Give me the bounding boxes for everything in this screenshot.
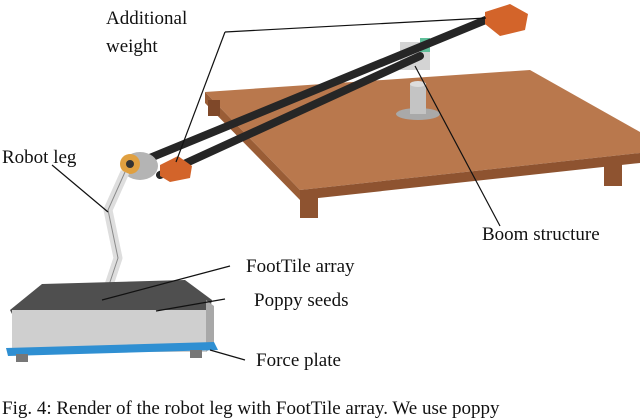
boom-rods: [141, 6, 514, 179]
label-robot-leg: Robot leg: [2, 147, 77, 168]
hip-motor: [120, 152, 158, 180]
label-poppy-seeds: Poppy seeds: [254, 290, 349, 311]
leader-additional-weight-far: [224, 17, 487, 33]
label-additional-weight-line2: weight: [106, 36, 158, 57]
table-leg-front-left: [300, 196, 318, 218]
weight-block-near: [160, 156, 192, 182]
leader-force-plate: [209, 349, 246, 361]
leader-robot-leg: [51, 164, 109, 213]
table-leg-front-right: [604, 160, 622, 186]
box-front: [12, 310, 206, 352]
leader-additional-weight-near: [175, 31, 226, 163]
table-leg-back-left: [208, 100, 220, 116]
boom-rod-lower: [156, 52, 424, 179]
robot-leg: [99, 170, 130, 302]
box-right: [206, 300, 214, 352]
leader-poppy-seeds: [155, 298, 226, 312]
leader-lines: [51, 17, 501, 361]
label-boom-structure: Boom structure: [482, 224, 600, 245]
table-right-edge: [300, 153, 640, 200]
plate-foot-right: [190, 350, 202, 358]
label-foottile-array: FootTile array: [246, 256, 355, 277]
figure-caption: Fig. 4: Render of the robot leg with Foo…: [2, 398, 500, 419]
boom-rod-upper: [141, 6, 514, 164]
table-front-edge: [205, 92, 300, 200]
wooden-table: [205, 70, 640, 218]
label-additional-weight-line1: Additional: [106, 8, 188, 29]
leader-foottile: [101, 265, 231, 301]
plate-foot-left: [16, 354, 28, 362]
force-plate: [6, 342, 218, 356]
label-force-plate: Force plate: [256, 350, 341, 371]
seed-box: [6, 280, 218, 362]
leader-boom-structure: [414, 65, 501, 227]
table-top: [205, 70, 640, 190]
weight-block-far: [485, 4, 528, 36]
weight-blocks: [160, 4, 528, 182]
box-top: [10, 280, 212, 318]
